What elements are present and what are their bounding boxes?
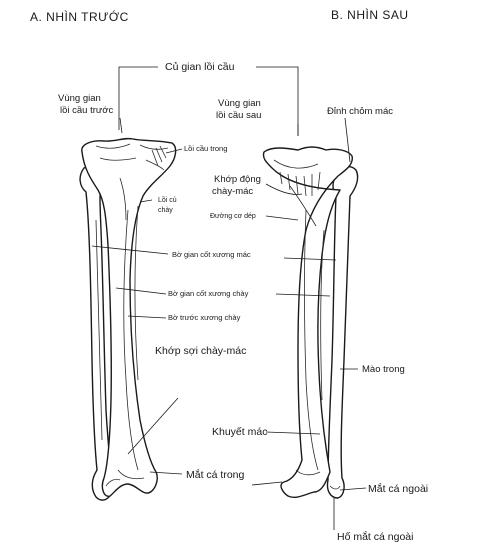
label-posterior-intercondylar-area-line1: Vùng gian xyxy=(218,98,261,109)
label-soleal-line: Đường cơ dép xyxy=(210,213,256,220)
label-tibia-interosseous-border: Bờ gian cốt xương chày xyxy=(168,289,249,298)
view-title-anterior: A. NHÌN TRƯỚC xyxy=(30,9,129,24)
label-fibular-head-apex: Đỉnh chỏm mác xyxy=(327,106,393,117)
label-anterior-intercondylar-area-line2: lồi cầu trước xyxy=(60,105,113,116)
label-anterior-intercondylar-area-line1: Vùng gian xyxy=(58,93,101,104)
label-fibula-interosseous-border: Bờ gian cốt xương mác xyxy=(172,250,251,259)
label-lateral-malleolus: Mắt cá ngoài xyxy=(368,482,428,495)
label-tibiofibular-syndesmosis: Khớp sợi chày-mác xyxy=(155,345,246,357)
label-tibia-anterior-border: Bờ trước xương chày xyxy=(168,313,241,322)
label-malleolar-fossa: Hố mắt cá ngoài xyxy=(337,530,413,543)
label-fibular-notch: Khuyết mác xyxy=(212,426,267,438)
label-medial-crest: Mào trong xyxy=(362,364,405,375)
label-tibial-tuberosity-line1: Lồi củ xyxy=(158,195,177,204)
label-tibiofibular-joint-line1: Khớp động xyxy=(214,174,261,185)
label-tibial-tuberosity-line2: chày xyxy=(158,207,173,214)
label-tibiofibular-joint-line2: chày-mác xyxy=(212,186,253,197)
label-medial-malleolus: Mắt cá trong xyxy=(186,468,245,481)
view-title-posterior: B. NHÌN SAU xyxy=(331,7,409,22)
posterior-fibula xyxy=(327,167,357,498)
anterior-view xyxy=(80,139,176,501)
label-intercondylar-eminence: Củ gian lồi cầu xyxy=(165,61,235,73)
label-medial-condyle: Lồi cầu trong xyxy=(184,144,227,153)
posterior-view xyxy=(263,147,357,498)
label-posterior-intercondylar-area-line2: lồi cầu sau xyxy=(216,110,261,121)
